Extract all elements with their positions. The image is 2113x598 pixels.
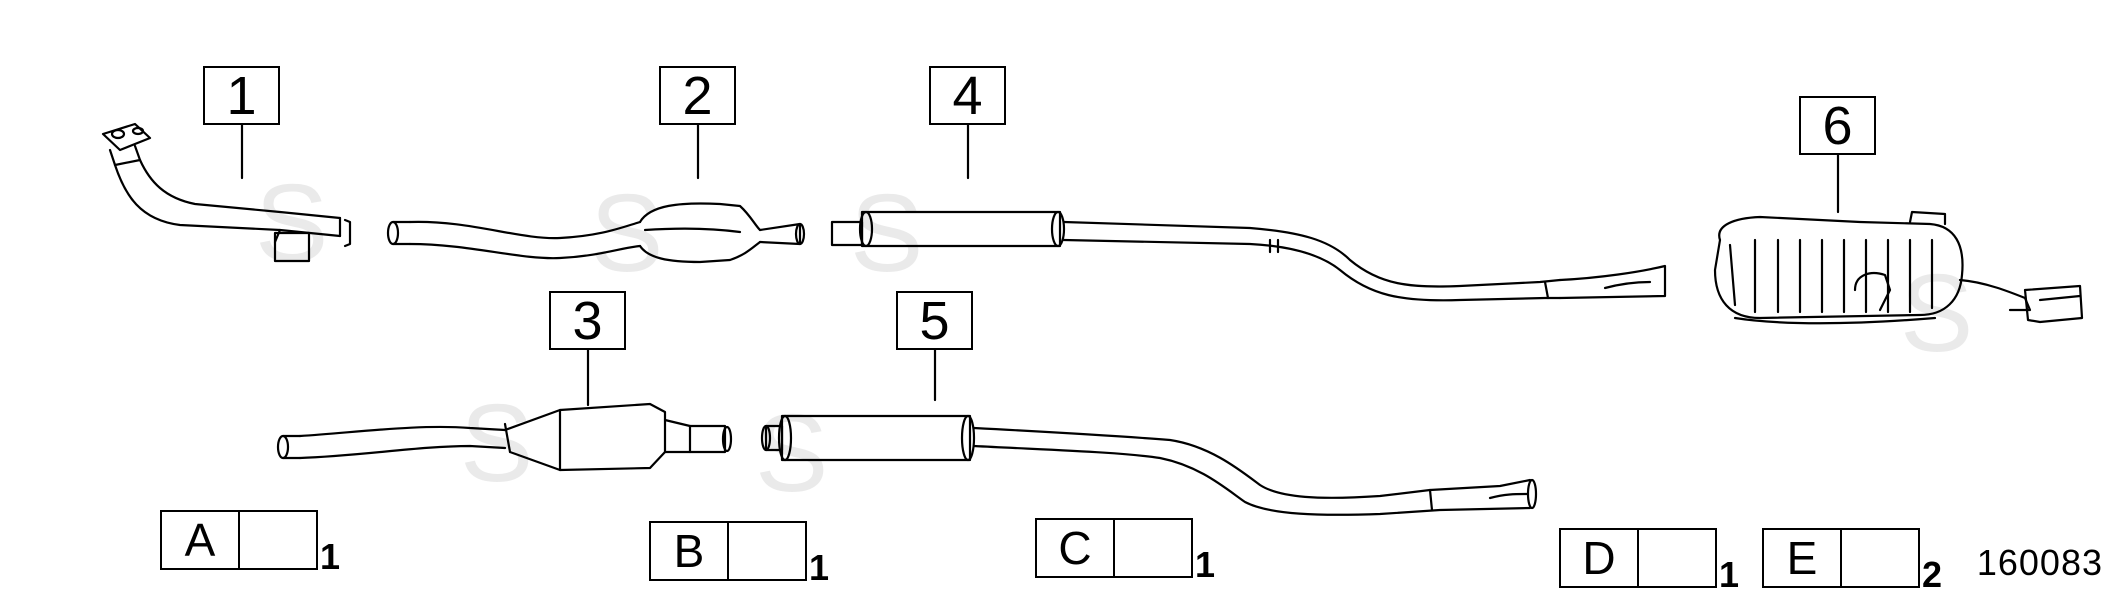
part-number-4: 4 bbox=[929, 66, 1006, 125]
part-number-3: 3 bbox=[549, 291, 626, 350]
legend-icon-slot bbox=[729, 523, 805, 579]
part-2-catalytic-pipe bbox=[386, 202, 806, 264]
part-number-5: 5 bbox=[896, 291, 973, 350]
legend-box: C bbox=[1035, 518, 1193, 578]
legend-item-b: B 1 bbox=[649, 521, 829, 588]
legend-letter: B bbox=[651, 523, 729, 579]
part-1-front-pipe bbox=[101, 122, 352, 263]
legend-box: A bbox=[160, 510, 318, 570]
legend-quantity: 1 bbox=[320, 536, 341, 577]
legend-icon-slot bbox=[1115, 520, 1191, 576]
diagram-id: 160083 bbox=[1976, 542, 2103, 583]
legend-item-d: D 1 bbox=[1559, 528, 1739, 595]
legend-letter: C bbox=[1037, 520, 1115, 576]
part-number-6: 6 bbox=[1799, 96, 1876, 155]
legend-box: E bbox=[1762, 528, 1920, 588]
legend-quantity: 2 bbox=[1922, 554, 1943, 595]
legend-letter: E bbox=[1764, 530, 1842, 586]
watermark: S bbox=[460, 382, 534, 505]
legend-box: B bbox=[649, 521, 807, 581]
legend-quantity: 1 bbox=[1195, 544, 1216, 585]
legend-icon-slot bbox=[1639, 530, 1715, 586]
legend-item-a: A 1 bbox=[160, 510, 340, 577]
legend-item-e: E 2 bbox=[1762, 528, 1942, 595]
part-5-intermediate-pipe bbox=[760, 414, 1538, 516]
legend-quantity: 1 bbox=[809, 547, 830, 588]
part-4-intermediate-pipe bbox=[830, 210, 1667, 302]
legend-icon-slot bbox=[240, 512, 316, 568]
watermark: S bbox=[255, 162, 329, 285]
legend-icon-slot bbox=[1842, 530, 1918, 586]
watermark: S bbox=[755, 392, 829, 515]
leader-lines bbox=[240, 123, 1840, 407]
part-number-1: 1 bbox=[203, 66, 280, 125]
part-6-rear-muffler bbox=[1713, 210, 2084, 325]
legend-item-c: C 1 bbox=[1035, 518, 1215, 585]
legend-quantity: 1 bbox=[1719, 554, 1740, 595]
legend-letter: D bbox=[1561, 530, 1639, 586]
legend-box: D bbox=[1559, 528, 1717, 588]
part-3-catalytic-pipe bbox=[276, 402, 733, 472]
part-number-2: 2 bbox=[659, 66, 736, 125]
legend-letter: A bbox=[162, 512, 240, 568]
